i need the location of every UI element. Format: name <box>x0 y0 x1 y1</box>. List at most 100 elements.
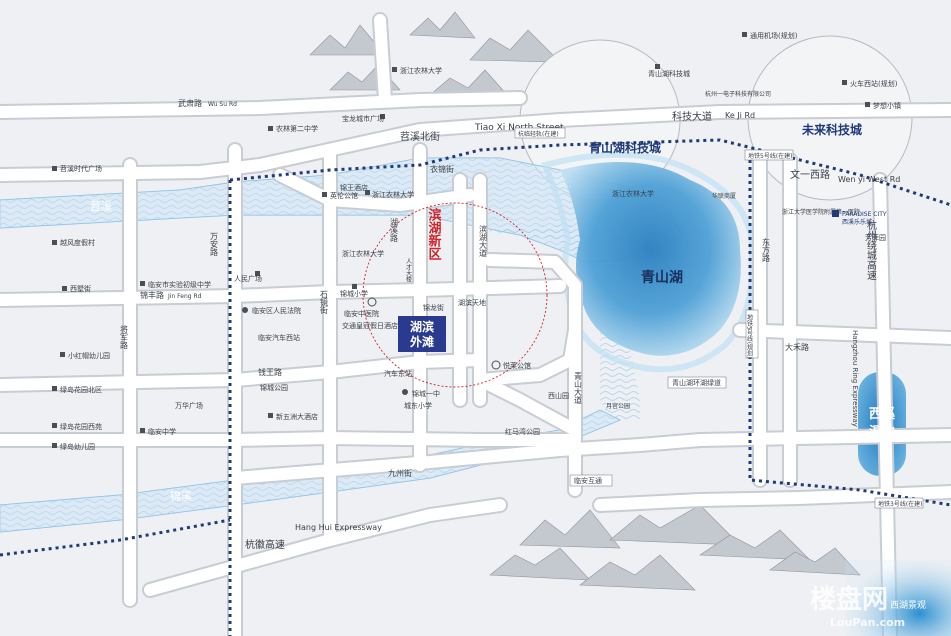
poi-jinmao-primary[interactable]: 锦城小学 <box>340 284 368 298</box>
poi-qingshan-loop[interactable]: 青山湖环湖绿道 <box>667 376 727 389</box>
poi-jincheng-middle[interactable]: 锦城一中 <box>402 389 440 398</box>
poi-lingan-exp[interactable]: 临安市实验初级中学 <box>140 280 211 289</box>
svg-text:越风度假村: 越风度假村 <box>60 238 95 247</box>
poi-xinwu[interactable]: 新五洲大酒店 <box>268 412 318 421</box>
poi-yuegui[interactable]: 悦莱公馆 <box>491 360 531 370</box>
poi-zhejiang-univ[interactable]: 浙江大学医学院附属第一医院 <box>782 208 860 216</box>
poi-hongqiao[interactable]: 红马湾公园 <box>505 427 540 436</box>
poi-tongyong-airport[interactable]: 通用机场(规划) <box>742 31 798 40</box>
poi-lingan-court[interactable]: 临安区人民法院 <box>242 306 301 315</box>
wenyi-road-en-label: Wen yi West Rd <box>838 175 900 184</box>
dahe-road-label: 大禾路 <box>785 342 809 352</box>
poi-rencai-building[interactable]: 人才大楼 <box>405 258 412 283</box>
xixiLabel-line-1: 西溪 <box>869 406 896 422</box>
svg-text:浙江农林大学: 浙江农林大学 <box>372 190 414 199</box>
svg-text:PARADISE CITY: PARADISE CITY <box>842 211 887 218</box>
poi-jincheng-primary[interactable]: 城东小学 <box>404 401 432 410</box>
svg-text:悦莱公馆: 悦莱公馆 <box>503 361 531 370</box>
poi-lvdao-kg[interactable]: 绿岛幼儿园 <box>52 442 95 451</box>
district-boundary <box>0 138 951 636</box>
poi-layer: 农林第二中学 宝龙城市广场 浙江农林大学 锦王酒店 英伦公馆 浙江农林大学 苕溪… <box>52 31 901 487</box>
poi-wanhua[interactable]: 万华广场 <box>175 401 203 410</box>
jinfeng-road-label: 锦丰路 <box>140 290 164 300</box>
binhu-radius-circle <box>362 202 548 388</box>
svg-text:华联商厦: 华联商厦 <box>712 192 736 200</box>
qingshan-avenue-label: 青山大道 <box>574 371 583 405</box>
svg-text:临安区人民法院: 临安区人民法院 <box>252 306 301 315</box>
wusu-road-en-label: Wu Su Rd <box>208 101 237 108</box>
svg-text:绿岛花园西苑: 绿岛花园西苑 <box>60 422 102 431</box>
poi-pangcheng[interactable]: 苕溪时代广场 <box>52 164 102 173</box>
project-block <box>398 316 446 352</box>
poi-xincheng[interactable]: 湖滨天地 <box>458 298 486 307</box>
svg-text:火车西站(规划): 火车西站(规划) <box>850 79 898 88</box>
keji-road-label: 科技大道 <box>672 110 712 123</box>
poi-renmin-square[interactable]: 人民广场 <box>234 271 262 283</box>
svg-text:人才大楼: 人才大楼 <box>405 258 412 283</box>
poi-lingan-hospital[interactable]: 临安中医院 <box>344 297 379 318</box>
svg-text:临安中学: 临安中学 <box>148 427 176 436</box>
svg-text:万华广场: 万华广场 <box>175 401 203 410</box>
poi-yinglun[interactable]: 英伦公馆 <box>322 191 358 200</box>
poi-tianmu-hotel[interactable]: 浙江农林大学 <box>342 249 384 258</box>
svg-text:浙江农林大学: 浙江农林大学 <box>612 189 654 198</box>
jinxi-river-fill <box>0 410 620 532</box>
poi-zj-hong[interactable]: 浙江农林大学 <box>612 189 654 198</box>
poi-car-east[interactable]: 汽车东站 <box>384 369 412 378</box>
poi-qingshan-sci-park[interactable]: 青山湖科技城 <box>648 64 690 78</box>
svg-text:锦王酒店: 锦王酒店 <box>340 183 368 192</box>
poi-baolong[interactable]: 宝龙城市广场 <box>342 114 385 123</box>
jiangjun-road-label: 将军路 <box>120 324 129 349</box>
poi-jinlong-lake[interactable]: 锦城公园 <box>260 383 288 392</box>
yijin-street-label: 衣锦街 <box>430 164 454 174</box>
poi-zhejiang-agri[interactable]: 浙江农林大学 <box>392 66 442 75</box>
poi-xiaoxi-kg[interactable]: 小红帽幼儿园 <box>60 351 110 360</box>
svg-text:杭州一电子科技有限公司: 杭州一电子科技有限公司 <box>705 90 771 98</box>
keji-road-en-label: Ke Ji Rd <box>725 111 755 120</box>
qingshan-tech-label: 青山湖科技城 <box>589 140 661 155</box>
future-tech-label: 未来科技城 <box>801 122 862 137</box>
poi-lvdao-west[interactable]: 绿岛花园西苑 <box>52 422 102 431</box>
poi-zhejiang-agri-2[interactable]: 浙江农林大学 <box>365 190 414 199</box>
poi-yuegong[interactable]: 月宫公园 <box>606 402 630 410</box>
poi-jinwang-hotel[interactable]: 锦王酒店 <box>340 183 368 192</box>
jiuzhou-street-label: 九州街 <box>388 468 412 478</box>
svg-text:月宫公园: 月宫公园 <box>606 402 630 410</box>
project-label-line1: 湖滨外滩 <box>410 319 434 349</box>
poi-huochezhan[interactable]: 火车西站(规划) <box>842 79 898 88</box>
metro-line-jiyang: 杭临轻轨(在建) <box>518 130 559 138</box>
binhu-avenue-label: 滨湖大道 <box>479 224 488 258</box>
tiaoxi-river-label: 苕溪 <box>90 200 112 213</box>
poi-jinbei-hotel[interactable]: 交通皇冠假日酒店 <box>342 321 398 330</box>
svg-text:青山湖科技城: 青山湖科技城 <box>648 69 690 78</box>
dongfang-road-label: 东方路 <box>762 237 771 262</box>
poi-huaxiao[interactable]: 华联商厦 <box>712 192 736 200</box>
poi-lingan-toll[interactable]: 临安互通 <box>569 474 613 487</box>
qingshan-lake <box>560 162 741 356</box>
poi-lvdao-north[interactable]: 绿岛花园北区 <box>52 385 102 394</box>
wenyi-road-label: 文一西路 <box>790 168 830 181</box>
poi-yuanfeng[interactable]: 越风度假村 <box>52 238 95 247</box>
poi-xiyan[interactable]: 西山园 <box>548 391 569 400</box>
svg-text:西溪乐乐城: 西溪乐乐城 <box>842 218 872 226</box>
svg-text:临安互通: 临安互通 <box>574 476 602 485</box>
watermark-brand-cn: 楼盘网 <box>810 584 888 615</box>
poi-xizhan[interactable]: 西墅街 <box>62 284 91 293</box>
projLabel-line-1: 湖滨 <box>410 319 434 334</box>
binhu-new-district-label: 滨湖新区 <box>426 207 442 261</box>
poi-nongda-school[interactable]: 农林第二中学 <box>268 124 318 133</box>
poi-fangfei[interactable]: 芳菲园 <box>865 233 886 242</box>
svg-text:新五洲大酒店: 新五洲大酒店 <box>276 412 318 421</box>
svg-text:人民广场: 人民广场 <box>234 274 262 283</box>
hanghui-expressway-en-label: Hang Hui Expressway <box>295 523 382 532</box>
svg-text:西山园: 西山园 <box>548 391 569 400</box>
poi-mengxiang[interactable]: 梦想小镇 <box>865 101 901 110</box>
svg-text:小红帽幼儿园: 小红帽幼儿园 <box>68 351 110 360</box>
poi-lingan-car[interactable]: 临安汽车西站 <box>258 333 300 342</box>
svg-text:临安汽车西站: 临安汽车西站 <box>258 333 300 342</box>
poi-qiyuan[interactable]: 杭州一电子科技有限公司 <box>705 90 771 98</box>
svg-text:浙江农林大学: 浙江农林大学 <box>400 66 442 75</box>
poi-lingan-school[interactable]: 临安中学 <box>140 427 176 436</box>
